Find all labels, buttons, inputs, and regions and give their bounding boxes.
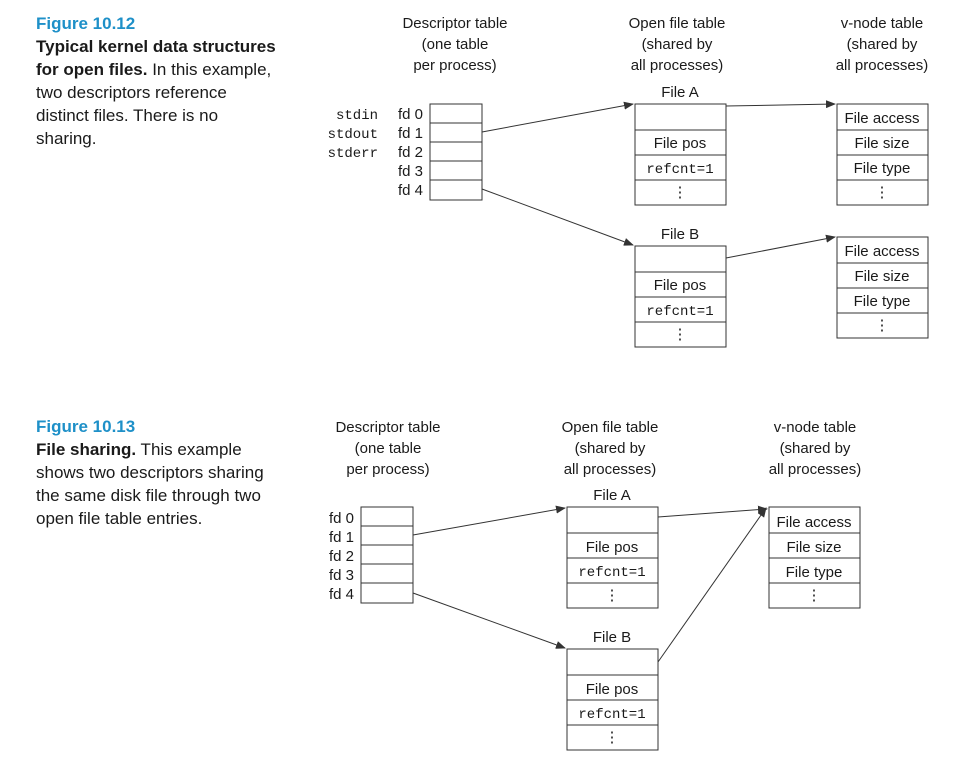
ellipsis: ⋮ (807, 587, 822, 604)
fd-label: fd 0 (398, 106, 423, 123)
header-line: all processes) (769, 461, 862, 478)
figure-10-13-caption: Figure 10.13 File sharing. This example … (36, 415, 276, 530)
std-label: stdin (336, 108, 378, 124)
arrow-fd1-to-file-a (481, 101, 634, 133)
fd-label: fd 1 (398, 125, 423, 142)
fd-label: fd 2 (329, 548, 354, 565)
fig13-vnode-shared: File access File size File type ⋮ (768, 506, 861, 609)
header-line: v-node table (841, 15, 924, 32)
fig12-descriptor-table: stdin stdout stderr fd 0 fd 1 fd 2 fd 3 … (328, 103, 483, 201)
ellipsis: ⋮ (673, 326, 688, 343)
header-line: Descriptor table (335, 419, 440, 436)
ellipsis: ⋮ (605, 729, 620, 746)
header-line: Open file table (629, 15, 726, 32)
header-line: (one table (355, 440, 422, 457)
fig12-open-file-b: File B File pos refcnt=1 ⋮ (634, 226, 727, 348)
arrow-file-a-to-vnode (657, 505, 768, 518)
file-size-field: File size (854, 135, 909, 152)
fig13-descriptor-header: Descriptor table (one table per process) (335, 419, 440, 478)
file-size-field: File size (854, 268, 909, 285)
file-b-label: File B (661, 226, 699, 243)
descriptor-table-box (360, 506, 414, 604)
fig13-open-file-b: File B File pos refcnt=1 ⋮ (566, 629, 659, 751)
file-size-field: File size (786, 539, 841, 556)
fig13-open-file-a: File A File pos refcnt=1 ⋮ (566, 487, 659, 609)
ellipsis: ⋮ (673, 184, 688, 201)
header-line: (shared by (780, 440, 851, 457)
fig12-open-file-header: Open file table (shared by all processes… (629, 15, 726, 74)
header-line: per process) (346, 461, 429, 478)
file-access-field: File access (776, 514, 851, 531)
header-line: (shared by (575, 440, 646, 457)
refcnt-field: refcnt=1 (646, 304, 713, 320)
ellipsis: ⋮ (605, 587, 620, 604)
file-access-field: File access (844, 243, 919, 260)
header-line: v-node table (774, 419, 857, 436)
refcnt-field: refcnt=1 (578, 565, 645, 581)
fig13-descriptor-table: fd 0 fd 1 fd 2 fd 3 fd 4 (329, 506, 414, 604)
fd-label: fd 1 (329, 529, 354, 546)
fig12-vnode-a: File access File size File type ⋮ (836, 103, 929, 206)
figure-number: Figure 10.12 (36, 14, 136, 33)
fd-label: fd 3 (398, 163, 423, 180)
fig12-vnode-b: File access File size File type ⋮ (836, 236, 929, 339)
fd-label: fd 4 (398, 182, 423, 199)
fd-label: fd 0 (329, 510, 354, 527)
figure-title: Typical kernel data structures for open … (36, 37, 276, 79)
fd-label: fd 2 (398, 144, 423, 161)
fd-label: fd 3 (329, 567, 354, 584)
file-type-field: File type (854, 293, 911, 310)
file-pos-field: File pos (586, 681, 639, 698)
header-line: per process) (413, 57, 496, 74)
arrow-fd4-to-file-b (412, 592, 566, 649)
refcnt-field: refcnt=1 (578, 707, 645, 723)
fig12-diagram: Descriptor table (one table per process)… (328, 15, 929, 348)
fig13-diagram: Descriptor table (one table per process)… (329, 419, 862, 751)
fig12-vnode-header: v-node table (shared by all processes) (836, 15, 929, 74)
header-line: (shared by (847, 36, 918, 53)
fig13-open-file-header: Open file table (shared by all processes… (562, 419, 659, 478)
arrow-fd4-to-file-b (481, 188, 634, 246)
file-pos-field: File pos (654, 277, 707, 294)
fig12-open-file-a: File A File pos refcnt=1 ⋮ (634, 84, 727, 206)
file-pos-field: File pos (654, 135, 707, 152)
header-line: all processes) (631, 57, 724, 74)
header-line: Open file table (562, 419, 659, 436)
ellipsis: ⋮ (875, 317, 890, 334)
header-line: (one table (422, 36, 489, 53)
fd-label: fd 4 (329, 586, 354, 603)
descriptor-table-box (429, 103, 483, 201)
figure-title: File sharing. (36, 440, 137, 459)
file-access-field: File access (844, 110, 919, 127)
header-line: all processes) (836, 57, 929, 74)
arrow-file-a-to-vnode-a (725, 100, 836, 109)
fig12-descriptor-header: Descriptor table (one table per process) (402, 15, 507, 74)
figure-number: Figure 10.13 (36, 417, 136, 436)
header-line: (shared by (642, 36, 713, 53)
fig13-vnode-header: v-node table (shared by all processes) (769, 419, 862, 478)
header-line: all processes) (564, 461, 657, 478)
figure-description: In this example, two descriptors referen… (36, 60, 272, 148)
header-line: Descriptor table (402, 15, 507, 32)
refcnt-field: refcnt=1 (646, 162, 713, 178)
figure-description: This example shows two descriptors shari… (36, 440, 264, 528)
file-a-label: File A (661, 84, 699, 101)
file-type-field: File type (854, 160, 911, 177)
arrow-file-b-to-vnode (657, 507, 767, 663)
figure-10-12-caption: Figure 10.12 Typical kernel data structu… (36, 12, 276, 150)
std-label: stdout (328, 127, 378, 143)
file-type-field: File type (786, 564, 843, 581)
ellipsis: ⋮ (875, 184, 890, 201)
std-label: stderr (328, 146, 378, 162)
arrow-fd1-to-file-a (412, 505, 566, 536)
file-a-label: File A (593, 487, 631, 504)
arrow-file-b-to-vnode-b (725, 234, 836, 259)
file-pos-field: File pos (586, 539, 639, 556)
file-b-label: File B (593, 629, 631, 646)
